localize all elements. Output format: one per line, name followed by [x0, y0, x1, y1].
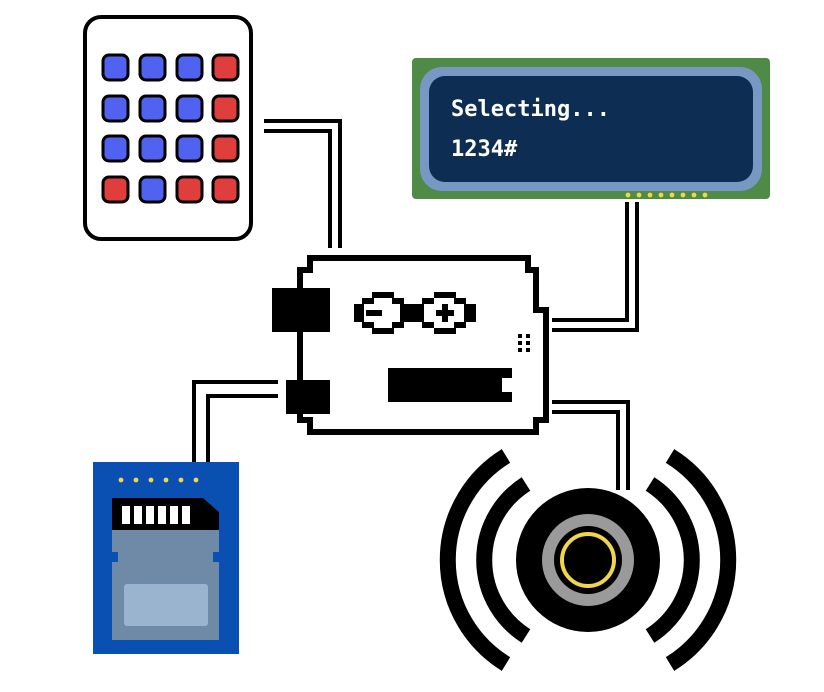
- sd-label: [124, 584, 208, 626]
- sd-pin: [163, 477, 169, 483]
- sd-pin: [118, 477, 124, 483]
- lcd-line-2: 1234#: [451, 137, 518, 162]
- wave-right-outer: [665, 449, 737, 671]
- keypad-body: [83, 15, 253, 241]
- arduino-board-icon: [272, 255, 549, 435]
- keypad-key: [101, 94, 130, 123]
- speaker-icon: [439, 449, 737, 671]
- lcd-screen: [429, 76, 753, 182]
- wire-lcd-board: [552, 202, 629, 322]
- usb-port: [272, 288, 330, 332]
- lcd-pin: [636, 192, 642, 198]
- sd-pin: [178, 477, 184, 483]
- wire-lcd-board-2: [552, 202, 639, 332]
- lcd-pins: [625, 192, 708, 198]
- wire-keypad-board: [264, 119, 342, 248]
- keypad-key: [175, 53, 204, 82]
- lcd-pin: [702, 192, 708, 198]
- wires: [192, 119, 639, 490]
- keypad-key: [175, 134, 204, 163]
- microchip: [388, 368, 512, 402]
- keypad-key: [211, 175, 240, 204]
- wire-board-sd-2: [206, 394, 278, 462]
- keypad-key: [211, 94, 240, 123]
- lcd-line-1: Selecting...: [451, 97, 610, 122]
- keypad-key: [175, 175, 204, 204]
- keypad-key: [211, 53, 240, 82]
- speaker-ring-yellow: [560, 532, 616, 588]
- keypad-key: [101, 175, 130, 204]
- lcd-pin: [658, 192, 664, 198]
- wire-board-speaker: [552, 400, 630, 490]
- sd-contacts: [122, 506, 190, 524]
- sd-card-module-icon: [93, 462, 239, 654]
- lcd-pin: [669, 192, 675, 198]
- lcd-pin: [647, 192, 653, 198]
- keypad-key: [101, 134, 130, 163]
- board-outline: [297, 255, 549, 435]
- keypad-key: [138, 53, 167, 82]
- keypad-key: [138, 175, 167, 204]
- sd-pins: [118, 477, 199, 483]
- sd-notch-2: [213, 552, 219, 562]
- lcd-pin: [680, 192, 686, 198]
- wave-left-outer: [439, 449, 511, 671]
- keypad-key: [211, 134, 240, 163]
- keypad-key: [101, 53, 130, 82]
- wave-left-inner: [476, 477, 531, 643]
- wire-board-sd: [192, 380, 278, 462]
- keypad-icon: [83, 15, 253, 241]
- keypad-key: [138, 134, 167, 163]
- keypad-key: [175, 94, 204, 123]
- arduino-logo: [354, 292, 476, 334]
- sd-pin: [148, 477, 154, 483]
- lcd-pin: [625, 192, 631, 198]
- sound-waves: [439, 449, 737, 671]
- sd-notch: [112, 552, 118, 562]
- sd-pin: [133, 477, 139, 483]
- keypad-key: [138, 94, 167, 123]
- wire-keypad-board-2: [264, 129, 332, 248]
- icsp-header: [518, 334, 530, 352]
- lcd-display-icon: Selecting... 1234#: [412, 58, 770, 199]
- wave-right-inner: [645, 477, 700, 643]
- wire-board-speaker-2: [552, 410, 620, 490]
- keypad-keys: [101, 53, 240, 204]
- speaker-cone: [554, 526, 622, 594]
- power-jack: [286, 380, 330, 414]
- sd-pin: [193, 477, 199, 483]
- lcd-pin: [691, 192, 697, 198]
